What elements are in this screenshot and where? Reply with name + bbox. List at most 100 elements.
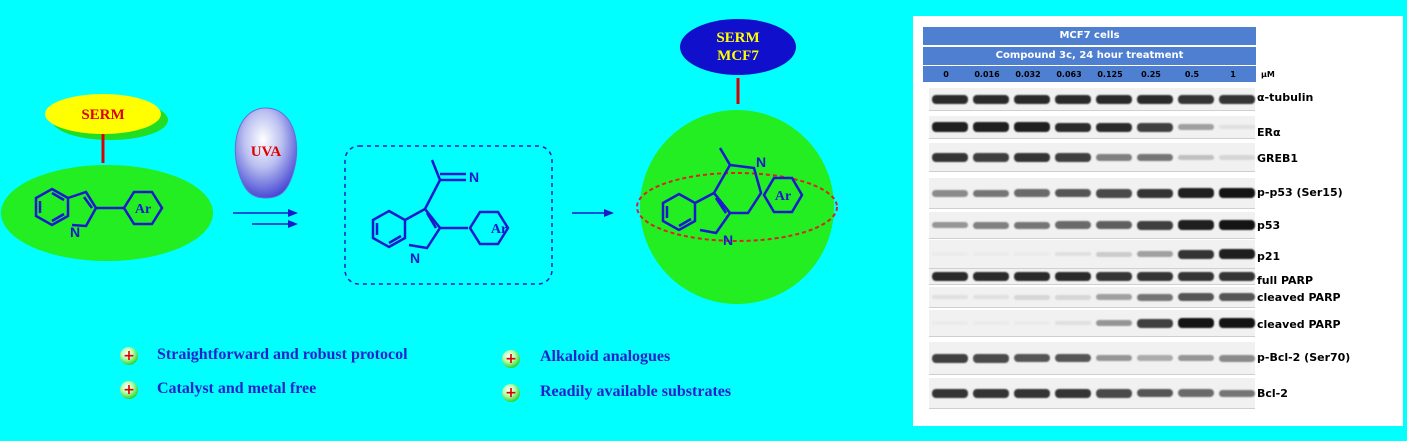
blot-band [1137, 251, 1173, 257]
blot-band [932, 252, 968, 256]
blot-band [1014, 354, 1050, 362]
substrate-n-label: N [70, 224, 80, 240]
reaction-scheme: SERM N Ar UVA N N Ar [1, 19, 838, 304]
blot-band [973, 295, 1009, 299]
serm-left-oval [45, 94, 161, 134]
blot-band [1096, 123, 1132, 132]
blot-band [1219, 125, 1255, 129]
blot-band [973, 354, 1009, 363]
reaction-arrow-1 [233, 209, 298, 228]
blot-band [1014, 252, 1050, 256]
dose-label: 0.032 [1015, 70, 1041, 79]
blot-label: full PARP [1257, 274, 1314, 287]
product-red-dashed-ring [636, 172, 838, 242]
product-n-quinoline: N [756, 154, 766, 170]
blot-band [1178, 318, 1214, 328]
blot-band [973, 389, 1009, 398]
blot-band [1055, 153, 1091, 162]
bullet-substrates: Readily available substrates [540, 383, 732, 400]
blot-band [1055, 95, 1091, 104]
blot-band [1055, 189, 1091, 197]
bullet-alkaloid: Alkaloid analogues [540, 348, 671, 365]
dose-label: 1 [1230, 70, 1236, 79]
blot-band [1014, 122, 1050, 132]
product-indoloquinoline [661, 147, 804, 235]
intermediate-structure [371, 159, 510, 250]
blot-strip [929, 269, 1255, 285]
blot-label: p21 [1257, 250, 1281, 263]
plus-circle-icon: + [502, 384, 520, 402]
serm-left-label: SERM [81, 107, 124, 123]
blot-label: GREB1 [1257, 152, 1299, 165]
dose-label: 0 [943, 70, 949, 79]
blot-band [932, 321, 968, 325]
blot-band [1096, 389, 1132, 398]
blot-band [1014, 189, 1050, 197]
blot-band [1219, 249, 1255, 259]
blot-label: p-Bcl-2 (Ser70) [1257, 351, 1351, 364]
intermediate-n-indole: N [410, 250, 420, 266]
blot-strip [929, 240, 1255, 269]
blot-band [932, 295, 968, 299]
reaction-arrow-2 [572, 209, 614, 217]
blot-band [1055, 123, 1091, 132]
blot-band [1219, 318, 1255, 328]
blot-band [1055, 252, 1091, 256]
blot-band [1014, 321, 1050, 325]
plus-circle-icon: + [120, 347, 138, 365]
blot-strip [929, 143, 1255, 172]
blot-band [932, 122, 968, 132]
blot-band [932, 354, 968, 363]
blot-band [973, 95, 1009, 104]
bullet-catalyst-free: Catalyst and metal free [157, 380, 317, 397]
western-blot-panel: MCF7 cells Compound 3c, 24 hour treatmen… [913, 16, 1403, 426]
substrate-2-arylindole [34, 187, 164, 228]
blot-band [1014, 389, 1050, 398]
blot-band [1219, 272, 1255, 281]
blot-band [973, 190, 1009, 197]
blot-band [1219, 293, 1255, 301]
blot-band [973, 222, 1009, 229]
blot-band [1014, 153, 1050, 162]
dose-label: 0.016 [974, 70, 1000, 79]
blot-band [1096, 294, 1132, 300]
blot-band [1055, 354, 1091, 362]
blot-label: Bcl-2 [1257, 387, 1288, 400]
blot-band [1055, 295, 1091, 300]
blot-band [1219, 220, 1255, 230]
blot-strip [929, 378, 1255, 409]
blot-band [1178, 293, 1214, 301]
blot-label: p-p53 (Ser15) [1257, 186, 1343, 199]
blot-band [1137, 272, 1173, 281]
blot-band [973, 252, 1009, 256]
blot-band [1219, 390, 1255, 397]
blot-band [1096, 272, 1132, 281]
uva-label: UVA [251, 144, 282, 160]
substrate-ar-label: Ar [135, 202, 151, 217]
dose-label: 0.125 [1097, 70, 1123, 79]
blot-strip [929, 212, 1255, 239]
blot-band [1137, 221, 1173, 230]
blot-label: ERα [1257, 126, 1281, 139]
blot-band [973, 122, 1009, 132]
dose-label: 0.5 [1184, 70, 1200, 79]
product-n-indole: N [723, 232, 733, 248]
blot-strip [929, 310, 1255, 337]
blot-band [932, 190, 968, 197]
blot-strip [929, 287, 1255, 308]
blot-band [1178, 250, 1214, 259]
blot-band [1096, 95, 1132, 104]
blot-label: cleaved PARP [1257, 318, 1341, 331]
blot-band [1178, 188, 1214, 198]
dose-row [923, 66, 1256, 82]
blot-strip [929, 342, 1255, 375]
plus-circle-icon: + [120, 381, 138, 399]
plus-circle-icon: + [502, 350, 520, 368]
blot-band [973, 321, 1009, 325]
blot-band [1014, 295, 1050, 300]
blot-band [1137, 389, 1173, 397]
blot-band [1178, 355, 1214, 361]
dose-label: 0.25 [1141, 70, 1161, 79]
dose-unit: µM [1261, 70, 1275, 79]
product-ar-label: Ar [775, 189, 791, 204]
